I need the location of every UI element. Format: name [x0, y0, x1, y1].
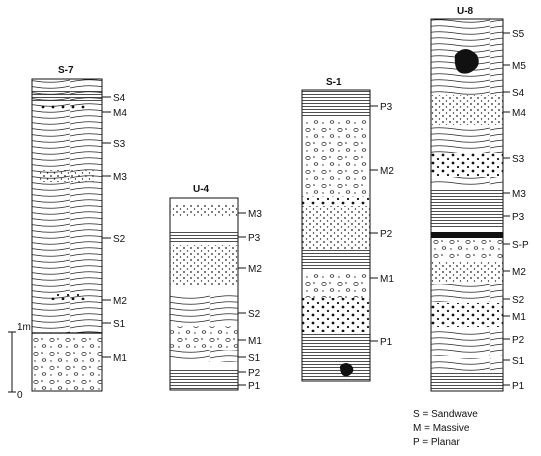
layer-label: S5 [512, 29, 525, 40]
layer-label: S1 [512, 356, 525, 367]
scale-top-label: 1m [17, 322, 31, 333]
layer-label: M3 [113, 172, 127, 183]
layer-label: M1 [248, 336, 262, 347]
legend: S = Sandwave M = Massive P = Planar [413, 408, 478, 450]
layer-label: S-P [512, 240, 529, 251]
column-s1 [301, 89, 371, 382]
layer-label: M4 [113, 108, 127, 119]
layer-label: M1 [380, 274, 394, 285]
layer-label: P2 [512, 335, 525, 346]
layer-label: S2 [248, 309, 261, 320]
layer-label: S1 [113, 319, 126, 330]
column-title-u8: U-8 [457, 6, 474, 17]
layer-label: M2 [248, 264, 262, 275]
column-s7 [31, 78, 103, 392]
layer-label: M4 [512, 108, 526, 119]
column-u8 [430, 18, 504, 392]
layer-label: P3 [248, 233, 261, 244]
layer-label: S4 [512, 88, 525, 99]
scale-bar [8, 331, 16, 393]
s1-labels: P3 M2 P2 M1 P1 [370, 102, 394, 348]
u8-labels: S5 M5 S4 M4 S3 M3 P3 S-P M2 S2 M1 P2 S1 … [503, 29, 529, 392]
layer-label: M1 [113, 353, 127, 364]
legend-item-planar: P = Planar [413, 437, 460, 448]
layer-label: M5 [512, 61, 526, 72]
layer-label: S3 [113, 139, 126, 150]
scale-bottom-label: 0 [17, 390, 23, 401]
layer-label: P3 [380, 102, 393, 113]
layer-label: P1 [512, 381, 525, 392]
s7-labels: S4 M4 S3 M3 S2 M2 S1 M1 [102, 93, 127, 364]
layer-label: P2 [380, 229, 393, 240]
layer-label: M3 [512, 189, 526, 200]
layer-label: P3 [512, 212, 525, 223]
layer-label: P1 [248, 381, 261, 392]
legend-item-sandwave: S = Sandwave [413, 409, 478, 420]
layer-label: S2 [512, 295, 525, 306]
layer-label: M2 [512, 267, 526, 278]
column-title-u4: U-4 [193, 184, 210, 195]
layer-label: M3 [248, 209, 262, 220]
layer-label: P1 [380, 337, 393, 348]
column-u4 [169, 197, 239, 391]
layer-label: S1 [248, 353, 261, 364]
layer-label: M2 [113, 296, 127, 307]
column-title-s1: S-1 [326, 77, 342, 88]
layer-label: S3 [512, 154, 525, 165]
column-title-s7: S-7 [58, 65, 74, 76]
u4-labels: M3 P3 M2 S2 M1 S1 P2 P1 [238, 209, 262, 392]
legend-item-massive: M = Massive [413, 423, 470, 434]
layer-label: P2 [248, 368, 261, 379]
layer-label: S2 [113, 234, 126, 245]
layer-label: S4 [113, 93, 126, 104]
layer-label: M2 [380, 166, 394, 177]
layer-label: M1 [512, 312, 526, 323]
